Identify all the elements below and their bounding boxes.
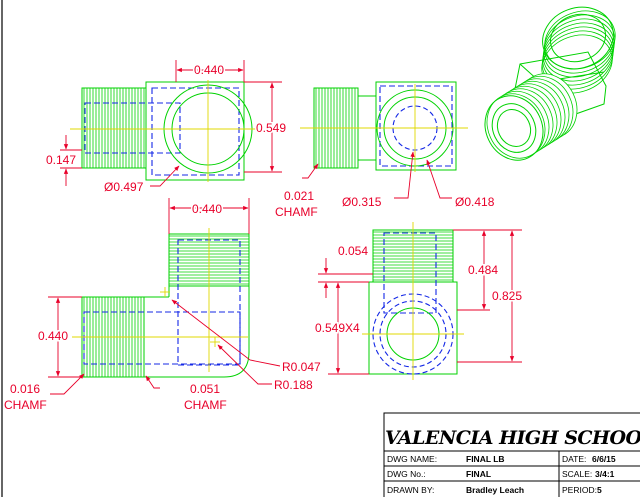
dim-chamfer-bottom-value: 0.051: [190, 382, 220, 396]
hidden-bore: [383, 232, 437, 314]
date-value: 6/6/15: [592, 454, 616, 464]
dim-thread-length-text: 0.484: [468, 263, 498, 277]
dim-diameter-text: Ø0.497: [104, 180, 144, 194]
hidden-horizontal-bore: [83, 311, 241, 365]
dim-outer-diameter-text: Ø0.418: [455, 195, 495, 209]
hidden-bore: [84, 102, 181, 154]
dim-offset-text: 0.054: [338, 244, 368, 258]
dim-chamfer-value: 0.021: [284, 189, 314, 203]
hidden-cavity: [379, 85, 453, 167]
iso-thread-ring: [543, 14, 616, 74]
dim-chamfer-left-label: CHAMF: [4, 398, 47, 412]
dim-radius-large-text: R0.188: [274, 378, 313, 392]
dwg-name-value: FINAL LB: [466, 454, 505, 464]
dim-thread-offset-text: 0.147: [46, 153, 76, 167]
thread-section: [83, 88, 145, 168]
view-bottom-right: 0.054 0.549X4 0.484 0.825: [314, 222, 524, 380]
dim-inner-diameter-text: Ø0.315: [342, 195, 382, 209]
scale-value: 3/4:1: [595, 469, 615, 479]
dim-radius-small-text: R0.047: [282, 360, 321, 374]
iso-thread-ring: [542, 26, 614, 86]
scale-label: SCALE:: [562, 469, 592, 479]
iso-thread-ring: [542, 22, 615, 82]
dim-height-text: 0.549: [256, 121, 286, 135]
iso-front-end: [484, 95, 544, 161]
view-isometric: [484, 6, 616, 161]
dim-top-width-text: 0.440: [192, 202, 222, 216]
iso-thread-ring: [543, 18, 615, 78]
iso-thread-ring: [486, 93, 546, 159]
elbow-outline: [144, 286, 250, 378]
view-bottom-left: 0.440 0.440 R0.047 R0.188 0.016 CHAMF 0.…: [4, 198, 321, 412]
dim-left-height-text: 0.440: [38, 329, 68, 343]
dwg-no-label: DWG No.:: [387, 469, 426, 479]
iso-thread-ring: [541, 30, 614, 90]
dim-total-height-text: 0.825: [492, 289, 522, 303]
dim-body-text: 0.549X4: [315, 321, 360, 335]
dwg-no-value: FINAL: [466, 469, 491, 479]
body-square: [145, 81, 245, 181]
view-top-middle: 0.021 CHAMF Ø0.315 Ø0.418: [275, 81, 495, 219]
drawn-by-label: DRAWN BY:: [387, 485, 434, 495]
view-top-left: 0.440 0.549 0.147 Ø0.497: [46, 60, 288, 194]
dim-chamfer-label: CHAMF: [275, 205, 318, 219]
dim-chamfer-bottom-label: CHAMF: [184, 398, 227, 412]
dim-chamfer-left-value: 0.016: [10, 382, 40, 396]
dim-width-text: 0.440: [194, 63, 224, 77]
title-block: VALENCIA HIGH SCHOOL DWG NAME: FINAL LB …: [383, 412, 640, 497]
period-value: 5: [597, 485, 602, 495]
hidden-cavity: [151, 87, 240, 176]
period-label: PERIOD:: [562, 485, 597, 495]
body-square: [375, 81, 457, 171]
dwg-name-label: DWG NAME:: [387, 454, 437, 464]
school-name: VALENCIA HIGH SCHOOL: [385, 427, 640, 449]
drawn-by-value: Bradley Leach: [466, 485, 524, 495]
date-label: DATE:: [562, 454, 586, 464]
iso-thread-ring: [544, 10, 616, 70]
